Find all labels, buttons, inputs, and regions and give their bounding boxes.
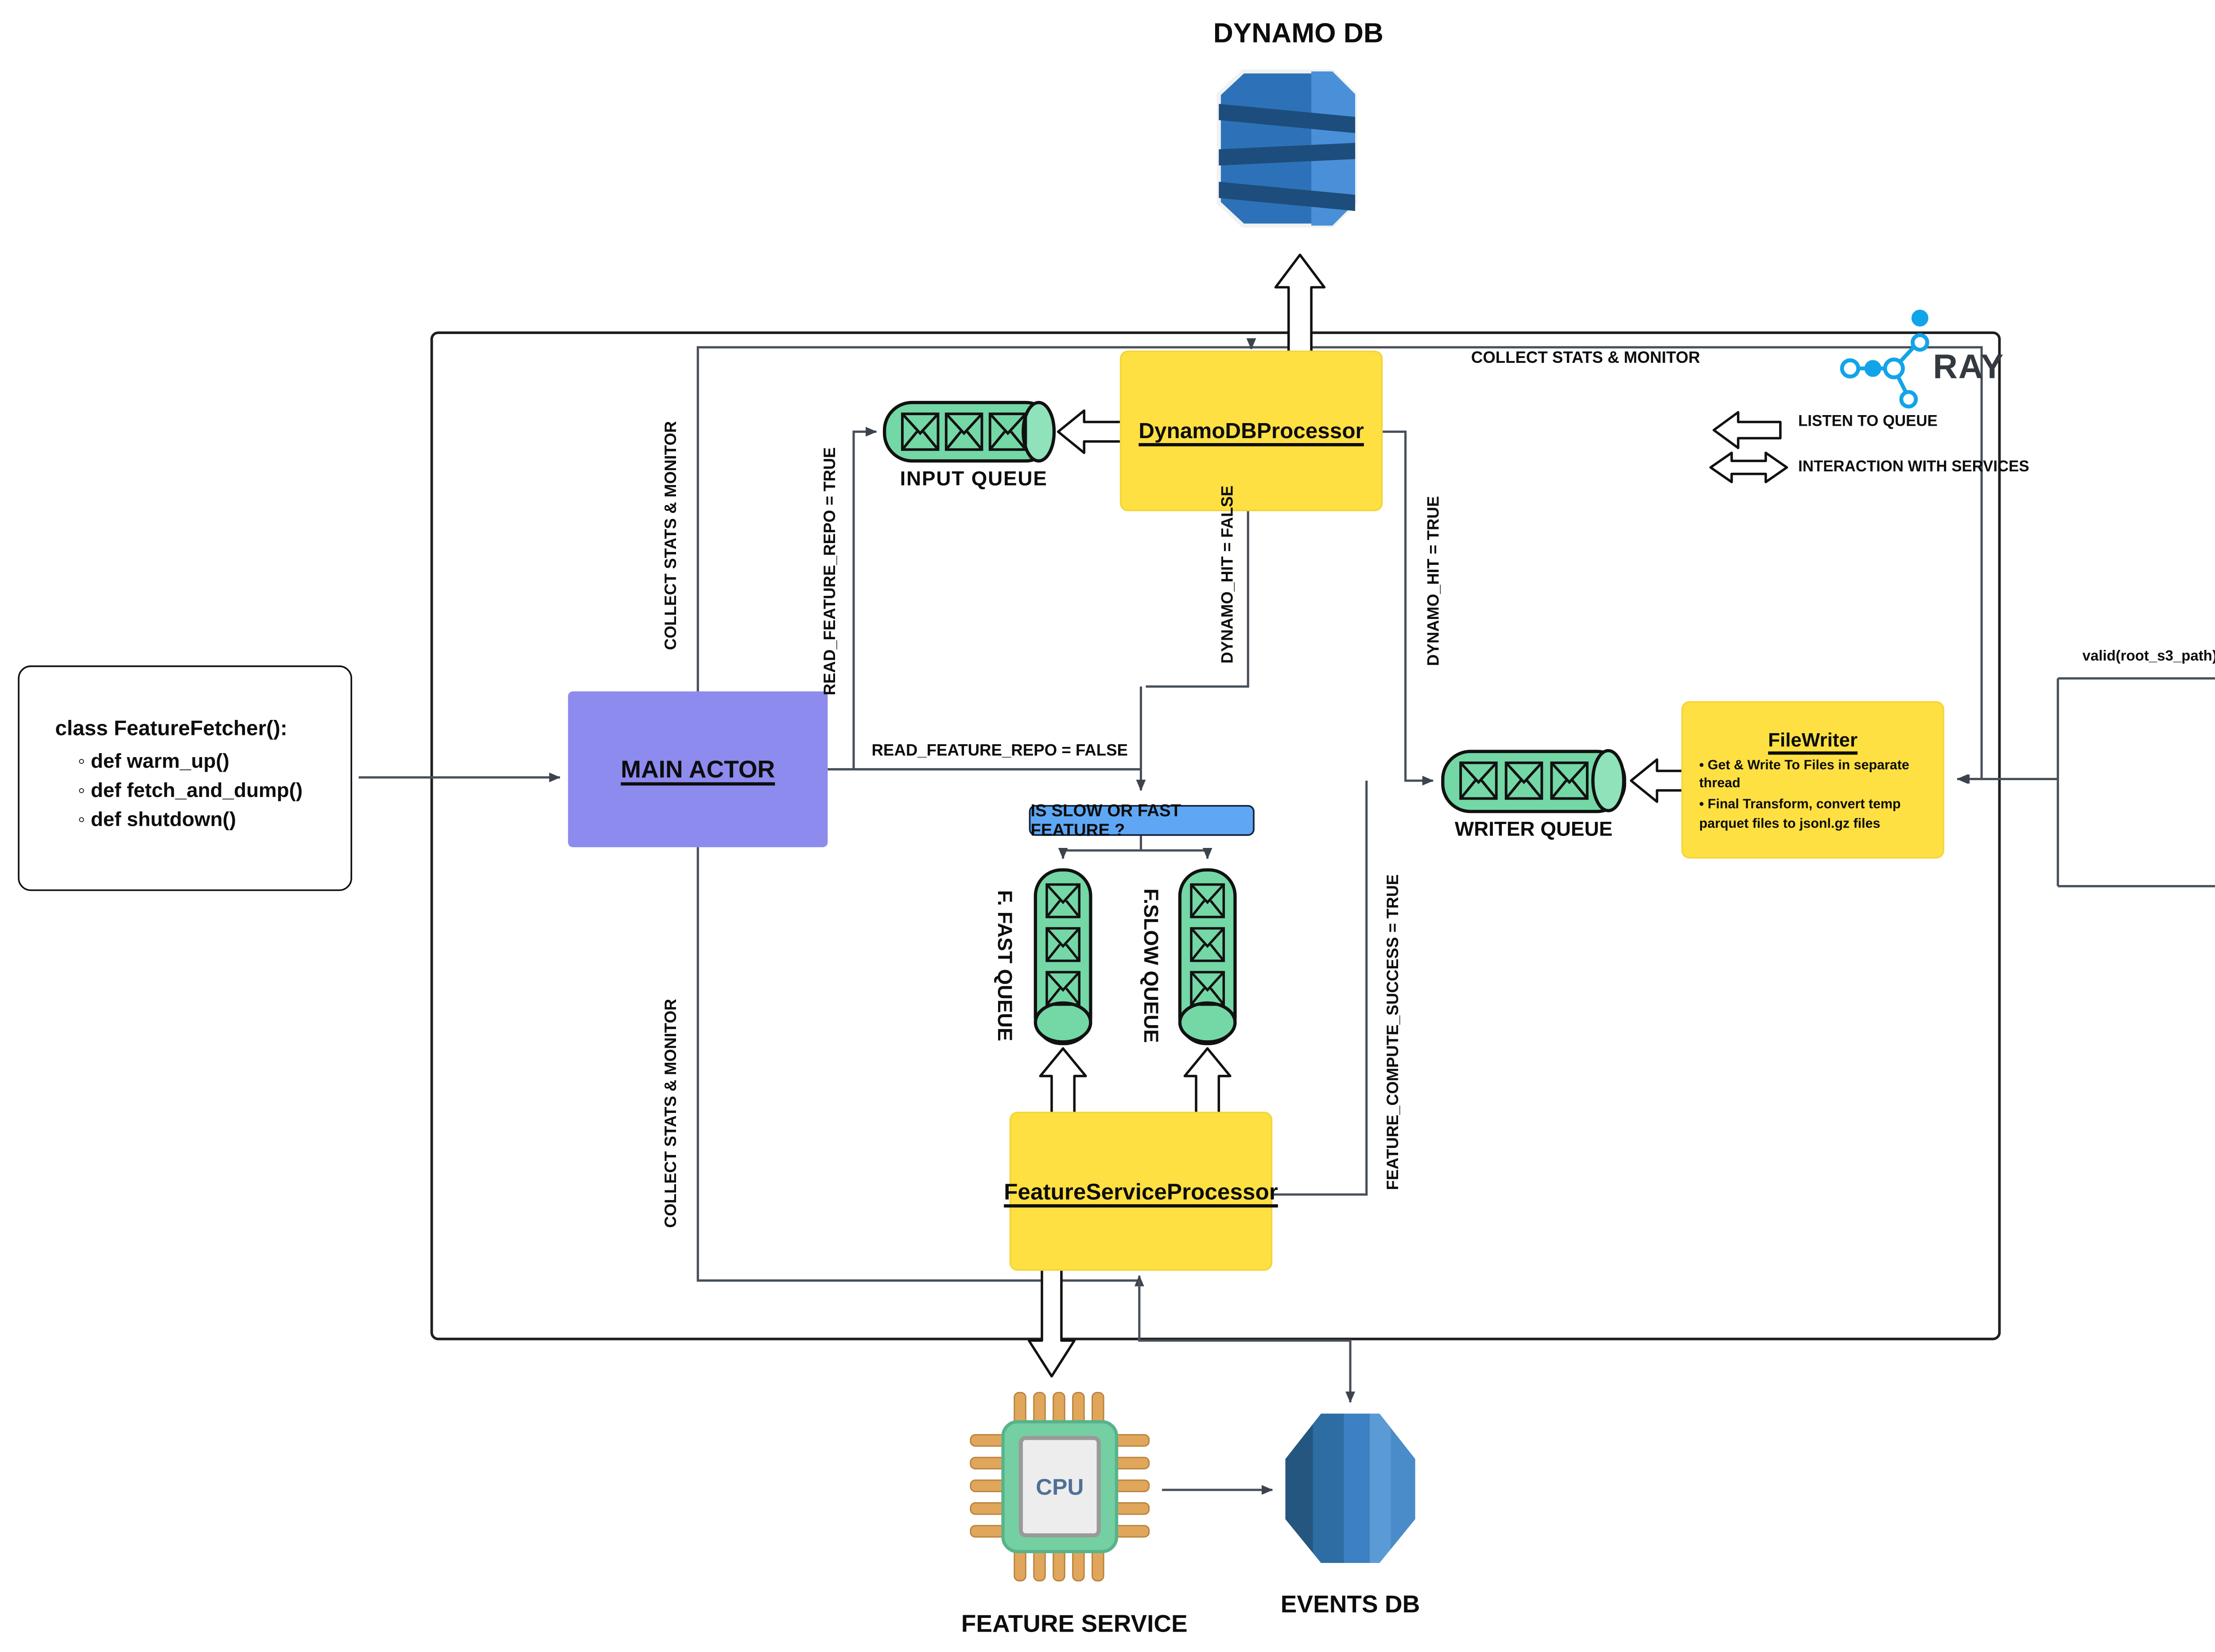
edge-fsp-to-events-db	[1138, 1280, 1356, 1403]
hollow-arrow-to-input-queue-icon	[1057, 409, 1123, 454]
collect-stats-top-right-label: COLLECT STATS & MONITOR	[1471, 350, 1700, 368]
edge-dynamo-hit-false	[1146, 509, 1249, 688]
writer-queue-label: WRITER QUEUE	[1454, 818, 1613, 841]
fast-queue-icon	[1034, 868, 1092, 1046]
decision-label: IS SLOW OR FAST FEATURE ?	[1030, 801, 1181, 840]
hollow-arrow-to-feature-service-icon	[1027, 1268, 1076, 1378]
dynamodb-processor-box[interactable]: DynamoDBProcessor	[1121, 352, 1381, 510]
edge-feature-compute-success	[1271, 781, 1368, 1196]
file-writer-bullets: Get & Write To Files in separate thread …	[1683, 756, 1943, 832]
fast-queue-label: F. FAST QUEUE	[993, 890, 1016, 1042]
dynamodb-icon	[1216, 69, 1357, 228]
hollow-arrow-to-dynamo-icon	[1274, 253, 1326, 354]
cpu-chip-icon	[970, 1392, 1150, 1582]
read-repo-true-label: READ_FEATURE_REPO = TRUE	[822, 447, 840, 696]
hollow-arrows	[1027, 253, 1788, 1378]
file-writer-title: FileWriter	[1768, 728, 1858, 752]
edge-read-repo-true	[852, 427, 877, 770]
class-method: def fetch_and_dump()	[78, 779, 334, 801]
legend-listen-arrow-icon	[1712, 411, 1782, 449]
collect-stats-bottom-label: COLLECT STATS & MONITOR	[663, 999, 681, 1228]
main-actor-label: MAIN ACTOR	[621, 755, 775, 783]
main-actor-box[interactable]: MAIN ACTOR	[568, 691, 828, 847]
slow-queue-icon	[1178, 868, 1237, 1046]
feature-compute-success-label: FEATURE_COMPUTE_SUCCESS = TRUE	[1385, 874, 1403, 1190]
file-writer-bullet: Final Transform, convert temp parquet fi…	[1699, 796, 1936, 832]
feature-service-processor-box[interactable]: FeatureServiceProcessor	[1004, 1113, 1278, 1269]
dynamo-hit-false-label: DYNAMO_HIT = FALSE	[1220, 485, 1238, 664]
dynamo-db-label: DYNAMO DB	[1213, 18, 1383, 49]
events-db-label: EVENTS DB	[1280, 1591, 1420, 1619]
slow-queue-label: F.SLOW QUEUE	[1139, 888, 1162, 1043]
file-writer-box[interactable]: FileWriter Get & Write To Files in separ…	[1683, 703, 1943, 857]
read-repo-false-label: READ_FEATURE_REPO = FALSE	[871, 742, 1128, 761]
class-method: def shutdown()	[78, 808, 334, 831]
class-method: def warm_up()	[78, 750, 334, 773]
legend-listen-label: LISTEN TO QUEUE	[1798, 413, 1938, 431]
events-db-icon	[1285, 1413, 1415, 1563]
feature-fetcher-class-box[interactable]: class FeatureFetcher(): def warm_up() de…	[18, 665, 352, 891]
class-method-list: def warm_up() def fetch_and_dump() def s…	[55, 750, 334, 831]
valid-s3-path-label: valid(root_s3_path) = TRUE	[2082, 647, 2215, 664]
feature-service-processor-label: FeatureServiceProcessor	[1004, 1178, 1278, 1205]
ray-label: RAY	[1933, 349, 2005, 386]
dynamodb-processor-label: DynamoDBProcessor	[1139, 419, 1364, 443]
dynamo-hit-true-label: DYNAMO_HIT = TRUE	[1426, 496, 1444, 666]
class-title: class FeatureFetcher():	[55, 715, 288, 740]
connectors	[358, 338, 2215, 1495]
cpu-chip-label: CPU	[1036, 1473, 1084, 1500]
file-writer-bullet: Get & Write To Files in separate thread	[1699, 756, 1936, 793]
hollow-arrow-to-fast-queue-icon	[1039, 1047, 1087, 1115]
collect-stats-top-label: COLLECT STATS & MONITOR	[663, 421, 681, 650]
legend-interaction-arrow-icon	[1709, 451, 1788, 483]
writer-queue-icon	[1441, 749, 1626, 813]
edge-decision-split	[1063, 836, 1208, 852]
hollow-arrow-to-writer-queue-icon	[1630, 758, 1684, 803]
input-queue-label: INPUT QUEUE	[900, 467, 1048, 490]
feature-service-label: FEATURE SERVICE	[961, 1611, 1188, 1639]
ray-logo-icon	[1840, 309, 1929, 409]
decision-box[interactable]: IS SLOW OR FAST FEATURE ?	[1029, 801, 1255, 840]
edge-dynamo-hit-true	[1381, 430, 1434, 786]
legend-interaction-label: INTERACTION WITH SERVICES	[1798, 458, 2029, 477]
system-boundary-box	[430, 331, 2001, 1341]
input-queue-icon	[882, 400, 1056, 463]
edge-monitor-bottom-to-fsp	[696, 847, 1144, 1287]
hollow-arrow-to-slow-queue-icon	[1183, 1047, 1232, 1115]
